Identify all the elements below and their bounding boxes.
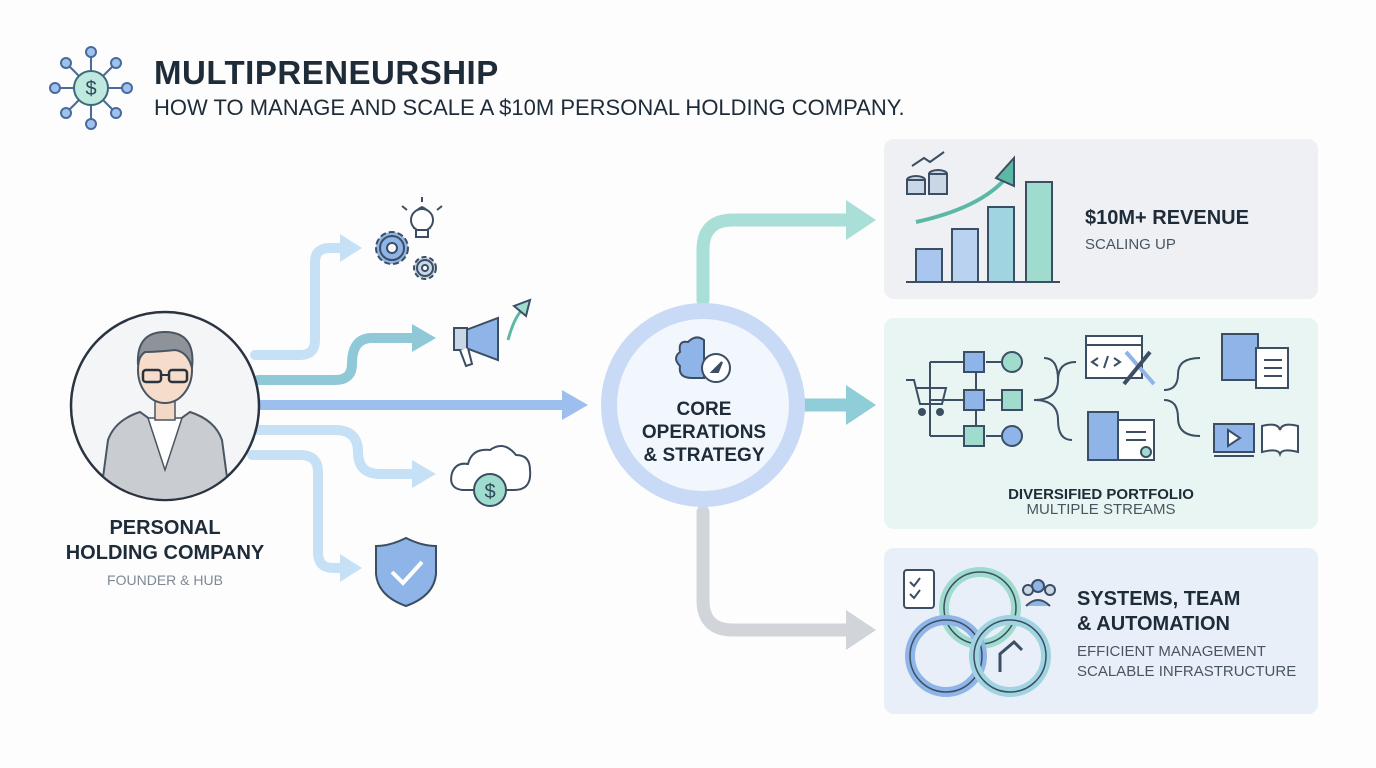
svg-text:$: $ [85, 78, 96, 100]
systems-title-line1: SYSTEMS, TEAM [1077, 588, 1241, 610]
connector-revenue [696, 213, 857, 307]
systems-subtitle: EFFICIENT MANAGEMENT SCALABLE INFRASTRUC… [1077, 642, 1296, 682]
core-connectors [696, 213, 857, 637]
page-subtitle: HOW TO MANAGE AND SCALE A $10M PERSONAL … [154, 95, 905, 120]
core-label-line1: CORE [676, 399, 732, 420]
systems-title-line2: & AUTOMATION [1077, 613, 1230, 635]
hub-connectors [247, 243, 570, 573]
hub-title-line2: HOLDING COMPANY [65, 542, 265, 564]
core-hub [601, 303, 805, 507]
hub-subtitle: FOUNDER & HUB [107, 572, 223, 588]
hub-arrowheads [340, 234, 588, 582]
core-label-line2: OPERATIONS [641, 422, 767, 443]
network-dollar-icon: $ [49, 46, 133, 130]
systems-subtitle-line2: SCALABLE INFRASTRUCTURE [1077, 663, 1297, 680]
founder-avatar-icon [69, 310, 261, 502]
shield-check-icon [375, 536, 437, 608]
portfolio-tree-icon [906, 333, 1299, 461]
systems-title: SYSTEMS, TEAM & AUTOMATION [1077, 587, 1240, 637]
interlocking-rings-icon [903, 567, 1056, 697]
page-title: MULTIPRENEURSHIP [154, 54, 499, 91]
cloud-dollar-icon: $ [450, 445, 532, 507]
connector-marketing [253, 333, 420, 385]
connector-security [247, 450, 350, 573]
gears-lightbulb-icon [375, 197, 443, 280]
connector-systems [696, 505, 857, 637]
systems-subtitle-line1: EFFICIENT MANAGEMENT [1077, 643, 1266, 660]
hub-title-line1: PERSONAL [109, 517, 221, 539]
connector-innovation [250, 243, 350, 360]
connector-cloud [253, 425, 420, 479]
portfolio-title: DIVERSIFIED PORTFOLIO [1008, 486, 1194, 503]
svg-text:$: $ [484, 481, 495, 503]
bar-chart-growth-icon [906, 151, 1060, 283]
core-label-line3: & STRATEGY [643, 445, 765, 466]
hub-title: PERSONAL HOLDING COMPANY [40, 516, 290, 566]
revenue-title: $10M+ REVENUE [1085, 207, 1249, 229]
core-label: CORE OPERATIONS & STRATEGY [614, 398, 794, 467]
core-arrowheads [846, 200, 876, 650]
revenue-subtitle: SCALING UP [1085, 236, 1176, 253]
brain-compass-icon [675, 336, 731, 383]
megaphone-growth-icon [453, 298, 532, 368]
portfolio-subtitle: MULTIPLE STREAMS [1026, 501, 1176, 518]
